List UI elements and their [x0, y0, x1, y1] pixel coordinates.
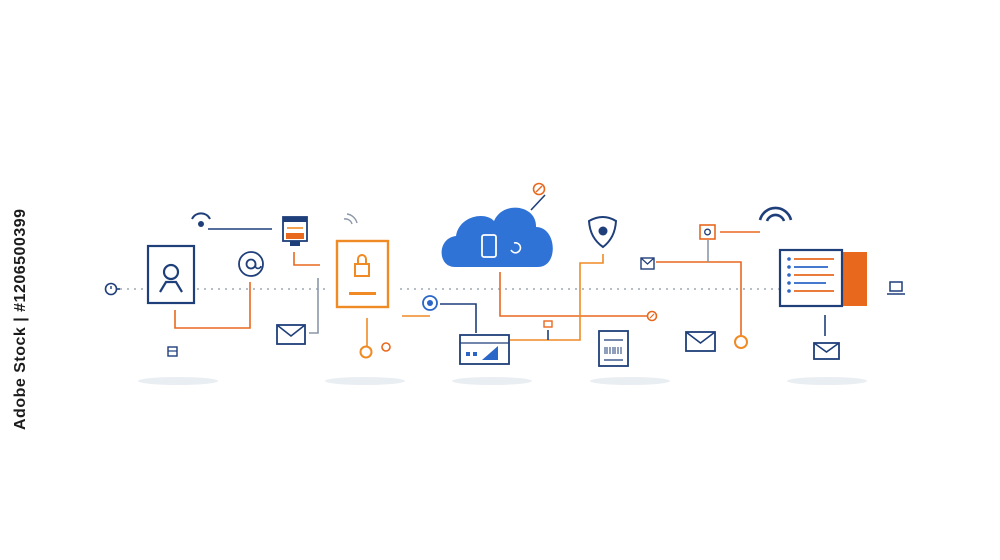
email-icon — [640, 257, 655, 270]
gear-badge-icon — [699, 224, 716, 240]
layered-list-window-icon — [778, 248, 867, 308]
wifi-icon — [758, 206, 793, 222]
mail-small-icon — [167, 346, 178, 357]
at-sign-icon — [238, 251, 264, 277]
stock-credit-text: Adobe Stock | #1206500399 — [12, 208, 29, 430]
email-icon — [276, 324, 306, 345]
chart-window-icon — [459, 334, 510, 365]
ground-shadows — [138, 377, 867, 385]
web-browser-icon — [282, 216, 308, 246]
gear-badge-icon — [532, 182, 546, 196]
target-icon — [359, 342, 391, 359]
sync-icon — [510, 241, 522, 254]
cloud-icon — [441, 207, 553, 267]
email-icon — [813, 342, 840, 360]
padlock-document-icon — [335, 213, 390, 309]
email-icon — [685, 331, 716, 352]
target-icon — [543, 320, 553, 328]
target-icon — [104, 282, 118, 296]
connector-lines — [116, 194, 826, 352]
target-icon — [422, 295, 438, 311]
mobile-device-icon — [481, 234, 497, 258]
server-icon — [598, 330, 629, 367]
shield-icon — [587, 216, 618, 249]
wifi-icon — [191, 212, 211, 227]
target-icon — [734, 335, 748, 349]
id-badge-icon — [146, 244, 196, 305]
gear-badge-icon — [646, 310, 658, 322]
laptop-icon — [887, 281, 905, 295]
